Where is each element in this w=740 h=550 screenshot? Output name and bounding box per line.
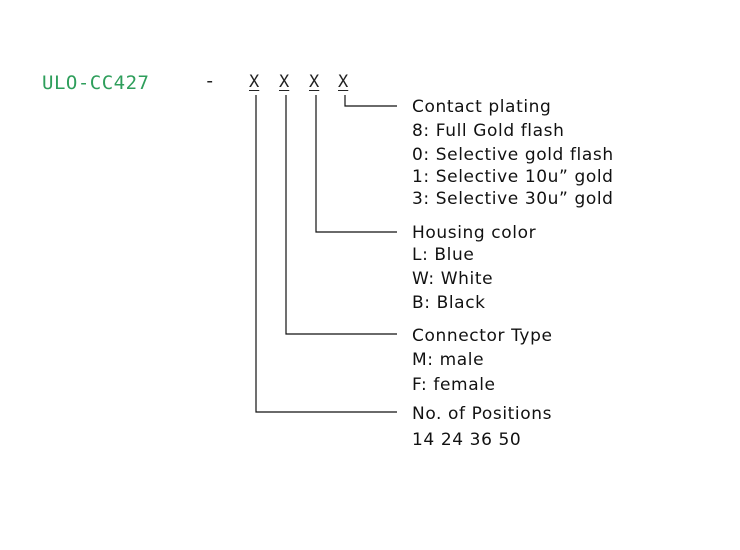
slot-connector-type: X xyxy=(279,72,290,92)
part-number-dash: - xyxy=(204,70,216,92)
slot-positions: X xyxy=(249,72,260,92)
leader-line-housing-color xyxy=(315,95,397,233)
housing-color-option: W: White xyxy=(412,269,494,289)
housing-color-option: L: Blue xyxy=(412,245,475,265)
housing-color-title: Housing color xyxy=(412,223,537,243)
leader-line-connector-type xyxy=(285,95,397,335)
leader-line-contact-plating xyxy=(344,95,397,107)
contact-plating-option: 1: Selective 10u” gold xyxy=(412,167,614,187)
slot-housing-color: X xyxy=(309,72,320,92)
contact-plating-title: Contact plating xyxy=(412,97,552,117)
positions-title: No. of Positions xyxy=(412,404,553,424)
contact-plating-option: 8: Full Gold flash xyxy=(412,121,565,141)
positions-values: 14 24 36 50 xyxy=(412,430,522,450)
contact-plating-option: 3: Selective 30u” gold xyxy=(412,189,614,209)
part-number-prefix: ULO-CC427 xyxy=(42,72,150,94)
contact-plating-option: 0: Selective gold flash xyxy=(412,145,614,165)
connector-type-option: F: female xyxy=(412,375,496,395)
connector-type-option: M: male xyxy=(412,350,485,370)
slot-contact-plating: X xyxy=(338,72,349,92)
housing-color-option: B: Black xyxy=(412,293,486,313)
connector-type-title: Connector Type xyxy=(412,326,553,346)
leader-line-positions xyxy=(255,95,397,413)
